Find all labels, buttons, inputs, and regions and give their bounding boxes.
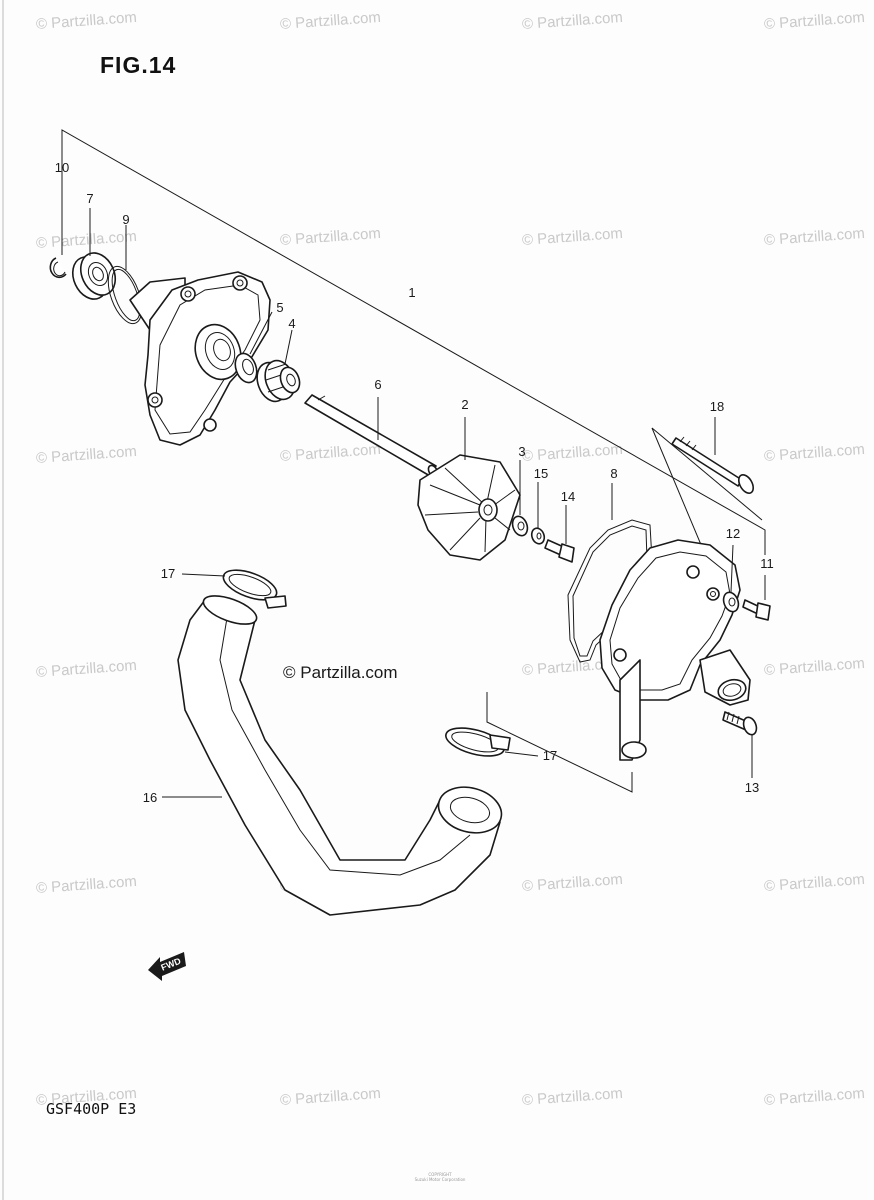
callout-labels: 10 7 9 1 5 4 6 2 3 15 14 8 18 12 11 13 1… xyxy=(55,160,774,805)
part-hose-clamp-upper xyxy=(222,569,287,609)
part-bearing xyxy=(71,252,117,300)
callout-3: 3 xyxy=(518,444,525,459)
fwd-arrow: FWD xyxy=(148,952,186,981)
model-code: GSF400P E3 xyxy=(46,1100,137,1118)
callout-6: 6 xyxy=(374,377,381,392)
part-washer-bolt xyxy=(722,591,740,613)
callout-16: 16 xyxy=(143,790,157,805)
callout-14: 14 xyxy=(561,489,575,504)
callout-18: 18 xyxy=(710,399,724,414)
part-drain-bolt xyxy=(742,599,771,621)
callout-5: 5 xyxy=(276,300,283,315)
callout-8: 8 xyxy=(610,466,617,481)
callout-17-upper: 17 xyxy=(161,566,175,581)
part-oil-seal xyxy=(234,352,258,384)
fwd-arrow-icon xyxy=(148,952,186,981)
figure-title: FIG.14 xyxy=(100,52,177,78)
part-impeller xyxy=(417,454,521,561)
part-mechanical-seal xyxy=(256,359,301,403)
callout-7: 7 xyxy=(86,191,93,206)
assembly-bracket-18b xyxy=(651,427,763,521)
callout-4: 4 xyxy=(288,316,295,331)
copyright-fine-print: COPYRIGHT Suzuki Motor Corporation xyxy=(380,1172,500,1182)
assembly-bracket-17 xyxy=(486,692,633,793)
part-pump-shaft xyxy=(304,394,439,478)
leader-lines xyxy=(61,178,766,798)
part-impeller-bolt xyxy=(544,539,575,563)
part-pump-case xyxy=(129,271,271,446)
callout-1: 1 xyxy=(408,285,415,300)
watermark-center: © Partzilla.com xyxy=(283,663,398,682)
part-hose-clamp-lower xyxy=(445,727,511,757)
callout-15: 15 xyxy=(534,466,548,481)
callout-10: 10 xyxy=(55,160,69,175)
callout-17-lower: 17 xyxy=(543,748,557,763)
fine-print-line: COPYRIGHT xyxy=(428,1172,452,1177)
callout-13: 13 xyxy=(745,780,759,795)
callout-12: 12 xyxy=(726,526,740,541)
callout-11: 11 xyxy=(760,556,774,571)
part-washer-small xyxy=(530,527,546,545)
part-o-ring-small xyxy=(107,265,143,325)
part-washer xyxy=(511,515,529,537)
part-pump-cover xyxy=(599,539,751,761)
part-cover-screw xyxy=(722,711,758,736)
fine-print-line: Suzuki Motor Corporation xyxy=(414,1177,466,1182)
part-circlip xyxy=(49,257,67,279)
callout-9: 9 xyxy=(122,212,129,227)
part-water-hose xyxy=(177,595,503,916)
part-long-bolt xyxy=(671,436,755,494)
callout-2: 2 xyxy=(461,397,468,412)
